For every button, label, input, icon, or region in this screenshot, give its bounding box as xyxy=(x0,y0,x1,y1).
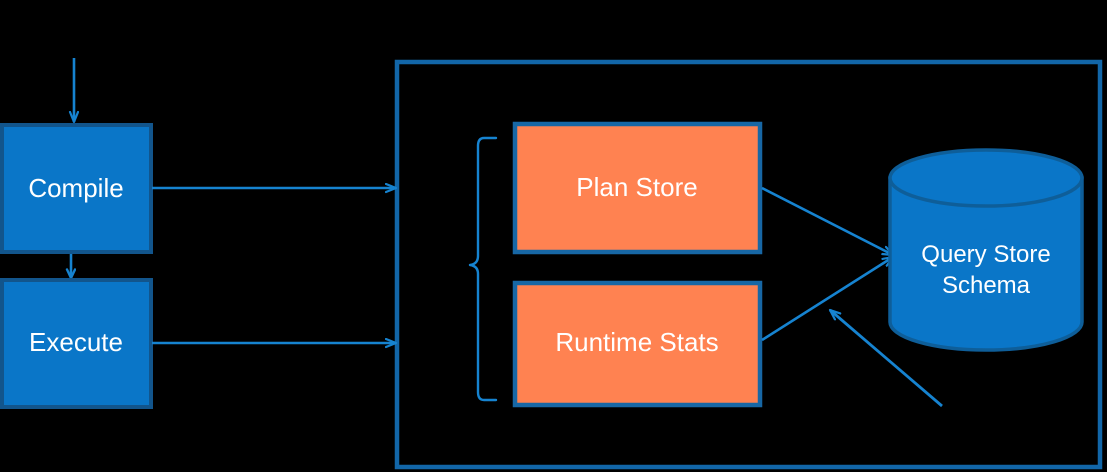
cylinder-body xyxy=(888,176,1084,352)
runtime-stats-box[interactable] xyxy=(512,280,763,408)
query-store-container xyxy=(394,59,1103,470)
grouping-brace xyxy=(468,136,498,402)
plan-store-box[interactable] xyxy=(512,121,763,255)
query-store-schema-label-line1: Query Store xyxy=(921,241,1050,268)
connector-runtime-stats-to-schema xyxy=(761,257,893,342)
query-store-schema-label-line2: Schema xyxy=(942,272,1031,299)
cylinder-top xyxy=(888,148,1084,208)
compile-box[interactable] xyxy=(0,123,153,254)
connector-plan-store-to-schema xyxy=(761,186,893,257)
execute-box[interactable] xyxy=(0,278,153,409)
connector-external-to-schema xyxy=(830,310,943,408)
query-store-schema-cylinder[interactable]: Query Store Schema xyxy=(888,148,1084,352)
